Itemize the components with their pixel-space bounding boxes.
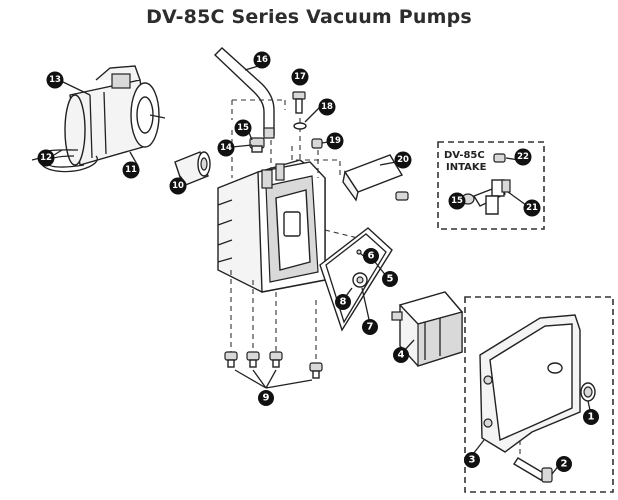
callout-19: 19 xyxy=(326,132,344,150)
bolts-9 xyxy=(224,270,323,389)
drain-valve-2 xyxy=(513,440,553,483)
svg-text:5: 5 xyxy=(387,274,394,285)
svg-text:16: 16 xyxy=(256,55,268,65)
bracket-20 xyxy=(342,154,409,202)
diagram-title: DV-85C Series Vacuum Pumps xyxy=(146,6,472,28)
fitting-19 xyxy=(311,138,323,149)
svg-text:18: 18 xyxy=(321,102,333,112)
svg-text:10: 10 xyxy=(172,181,184,191)
elbow-pipe xyxy=(213,47,275,139)
svg-text:15: 15 xyxy=(451,196,463,206)
motor xyxy=(64,65,166,166)
sight-glass-1 xyxy=(580,382,596,402)
intake-fitting xyxy=(461,153,511,215)
callout-8: 8 xyxy=(335,294,351,310)
svg-text:13: 13 xyxy=(49,75,61,85)
callout-13: 13 xyxy=(46,71,64,89)
callout-22: 22 xyxy=(514,148,532,166)
svg-text:19: 19 xyxy=(329,136,341,146)
callout-5: 5 xyxy=(382,271,398,287)
callout-6: 6 xyxy=(363,248,379,264)
coupling xyxy=(174,151,211,187)
svg-text:6: 6 xyxy=(368,251,375,262)
screw-17 xyxy=(292,91,306,114)
callout-3: 3 xyxy=(464,452,480,468)
callout-4: 4 xyxy=(393,347,409,363)
washer-18 xyxy=(293,122,307,130)
inset-label-line1: DV-85C xyxy=(444,150,485,161)
callout-18: 18 xyxy=(318,98,336,116)
svg-text:20: 20 xyxy=(397,155,409,165)
callout-20: 20 xyxy=(394,151,412,169)
cover-group-box xyxy=(464,296,614,493)
callout-21: 21 xyxy=(523,199,541,217)
cover xyxy=(479,314,581,453)
svg-text:7: 7 xyxy=(367,322,374,333)
intake-inset-box xyxy=(437,141,545,230)
svg-text:2: 2 xyxy=(561,459,568,470)
inset-label-line2: INTAKE xyxy=(446,162,487,173)
svg-text:9: 9 xyxy=(263,393,270,404)
callout-12: 12 xyxy=(37,149,55,167)
callout-16: 16 xyxy=(253,51,271,69)
svg-text:12: 12 xyxy=(40,153,52,163)
svg-text:4: 4 xyxy=(398,350,405,361)
svg-text:21: 21 xyxy=(526,203,538,213)
callout-14: 14 xyxy=(217,139,235,157)
cartridge xyxy=(391,291,464,367)
gasket-plate xyxy=(319,227,393,332)
svg-text:14: 14 xyxy=(220,143,232,153)
callout-9: 9 xyxy=(258,390,274,406)
svg-text:3: 3 xyxy=(469,455,476,466)
callout-11: 11 xyxy=(122,161,140,179)
svg-text:17: 17 xyxy=(294,72,306,82)
svg-text:1: 1 xyxy=(588,412,595,423)
svg-text:15: 15 xyxy=(237,123,249,133)
callout-2: 2 xyxy=(556,456,572,472)
callout-10: 10 xyxy=(169,177,187,195)
svg-text:22: 22 xyxy=(517,152,529,162)
pump-body xyxy=(217,159,326,293)
svg-text:11: 11 xyxy=(125,165,137,175)
svg-text:8: 8 xyxy=(340,297,347,308)
callout-1: 1 xyxy=(583,409,599,425)
callout-17: 17 xyxy=(291,68,309,86)
callout-15-inset: 15 xyxy=(448,192,466,210)
callout-7: 7 xyxy=(362,319,378,335)
fitting-15 xyxy=(249,137,265,153)
callout-15: 15 xyxy=(234,119,252,137)
